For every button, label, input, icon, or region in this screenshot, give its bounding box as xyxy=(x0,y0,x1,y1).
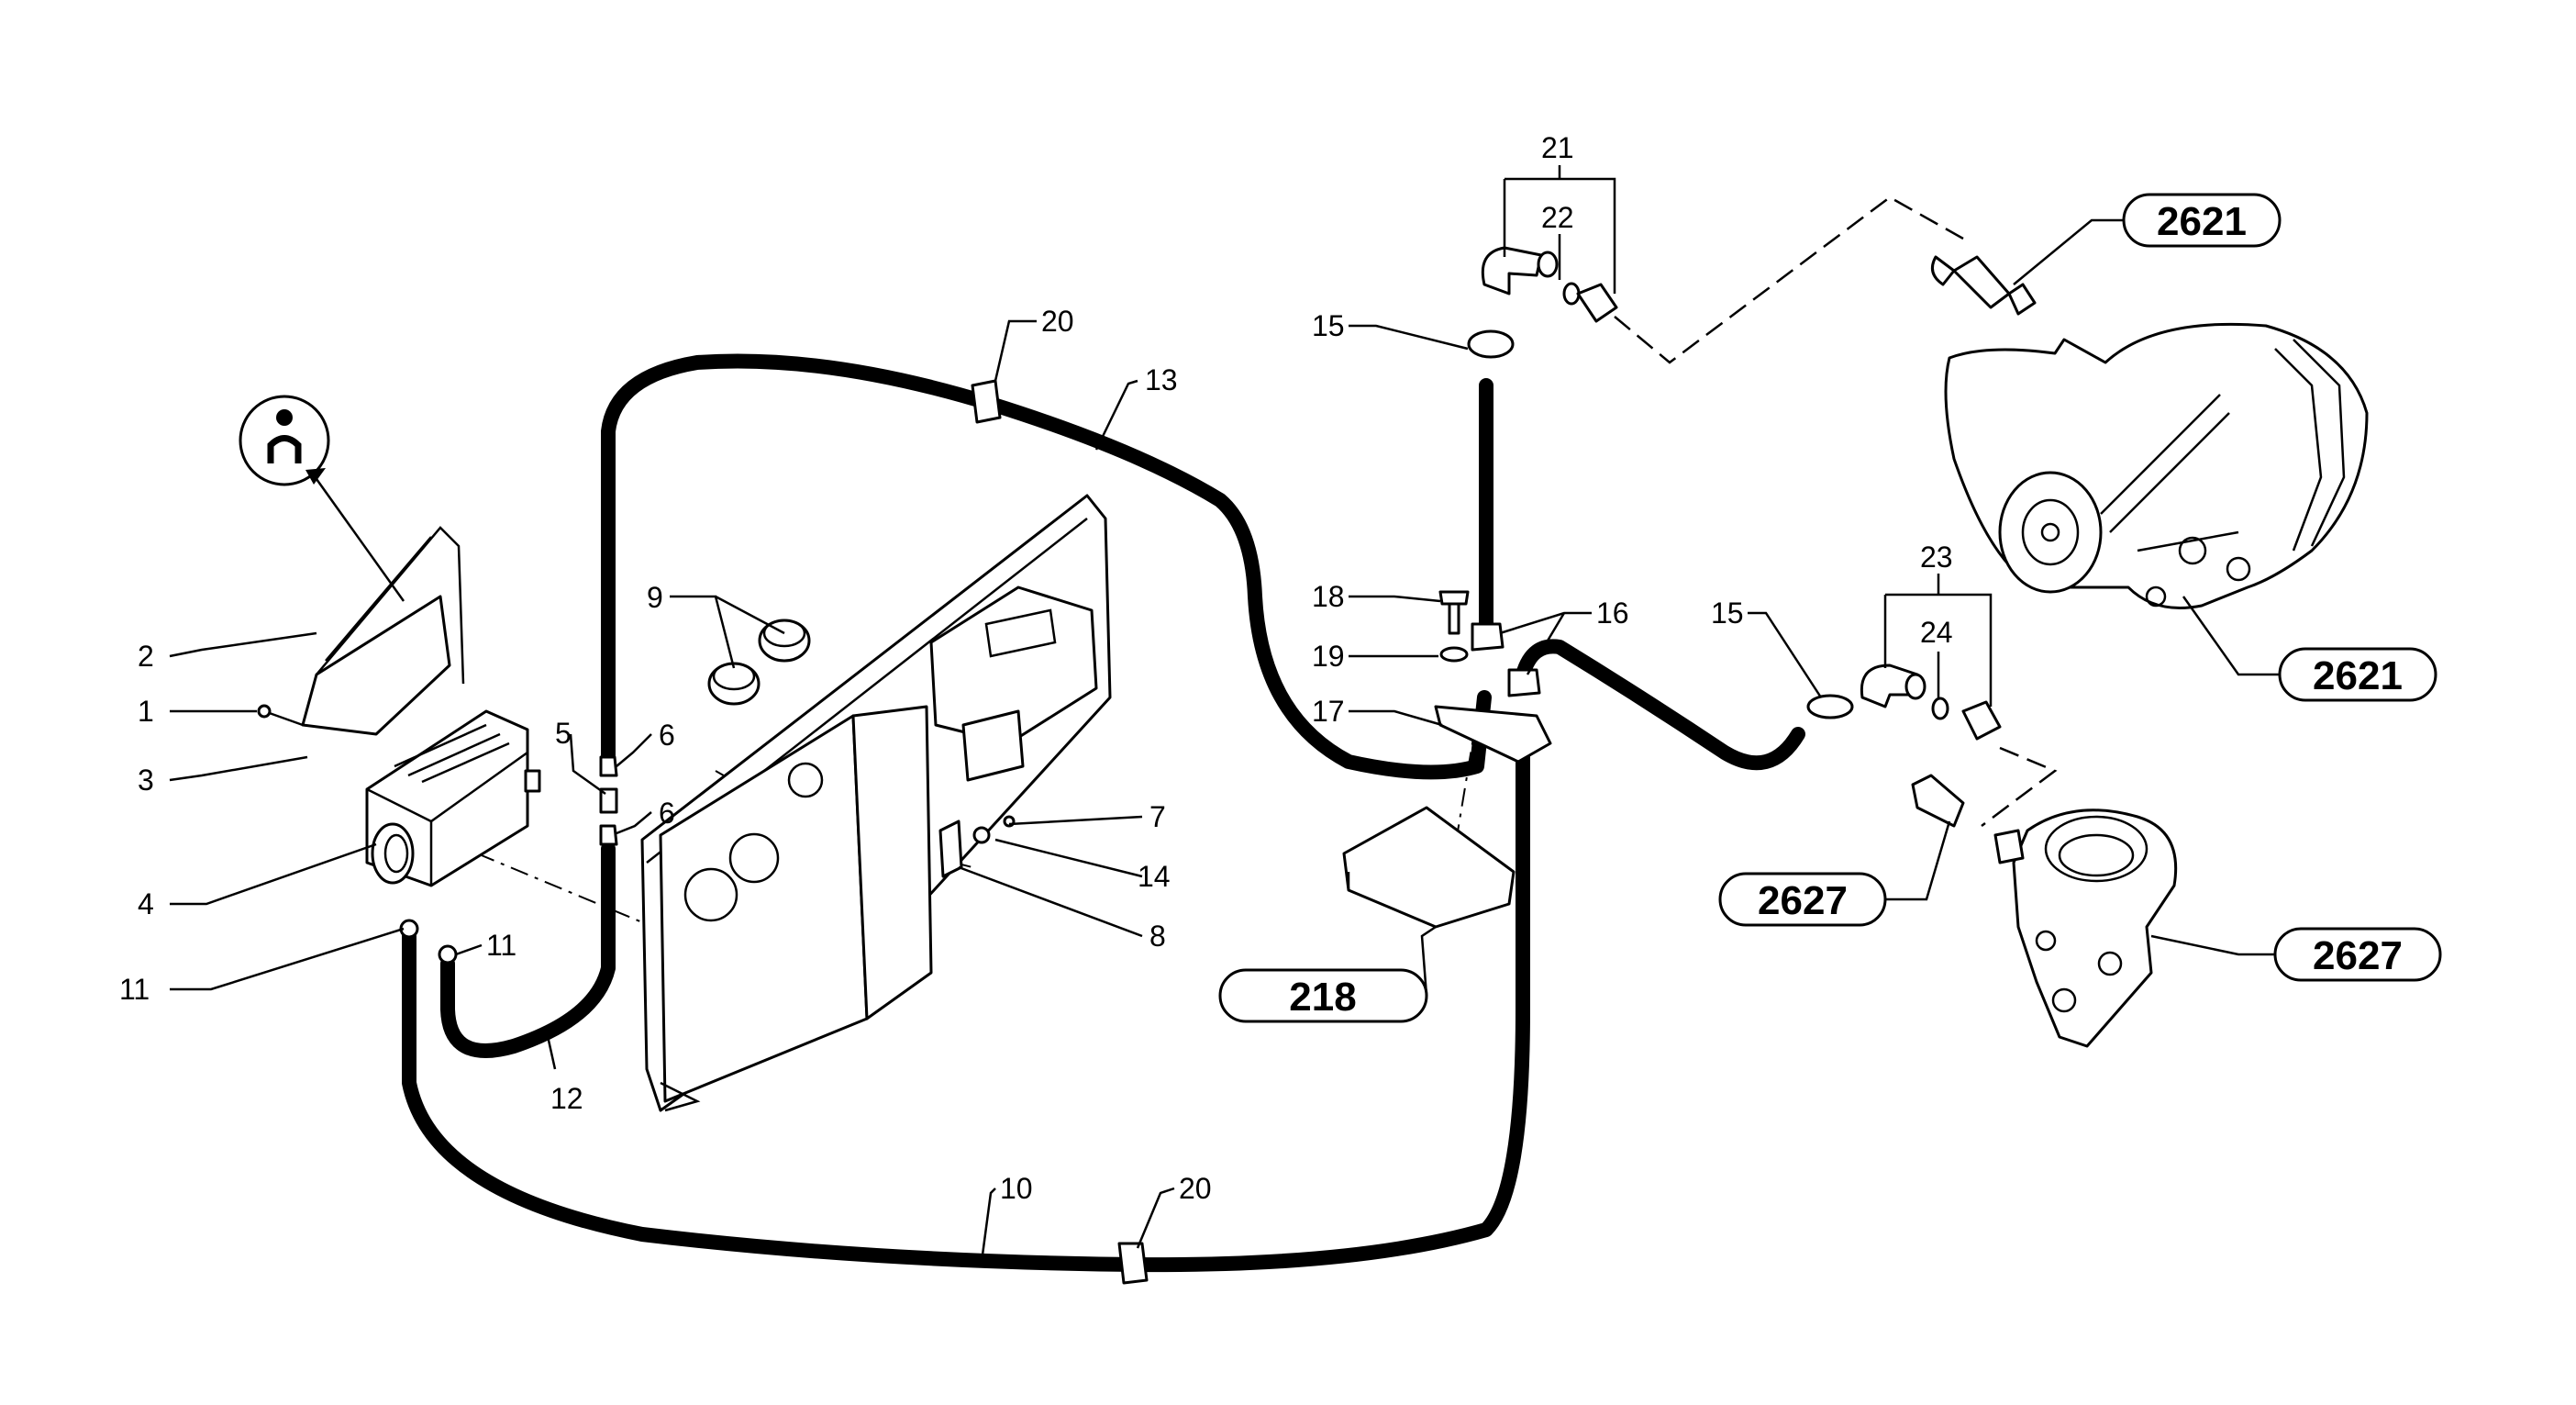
svg-text:2627: 2627 xyxy=(1758,878,1848,923)
heater-panel xyxy=(640,494,1112,1112)
thermostat-housing xyxy=(1993,808,2178,1048)
service-info-icon xyxy=(239,395,405,602)
fittings-23-24 xyxy=(1806,574,2002,828)
callout-16: 16 xyxy=(1596,597,1629,630)
callout-6b: 6 xyxy=(659,797,675,830)
callout-7: 7 xyxy=(1149,800,1166,833)
callout-11b: 11 xyxy=(486,929,516,962)
callout-14: 14 xyxy=(1138,860,1171,893)
callout-10: 10 xyxy=(1000,1172,1033,1205)
hose-12 xyxy=(440,842,616,1058)
valve-bracket xyxy=(1434,329,1552,764)
callout-18: 18 xyxy=(1312,580,1345,613)
reference-boxes: 2621 2621 2627 2627 218 xyxy=(1218,193,2442,1023)
callout-6a: 6 xyxy=(659,719,675,752)
hose-right xyxy=(1516,639,1805,771)
callout-17: 17 xyxy=(1312,695,1345,728)
blower-unit xyxy=(257,526,541,887)
ref-2621-pump[interactable]: 2621 xyxy=(2278,647,2437,702)
hose-10 xyxy=(402,727,1530,1273)
callout-15b: 15 xyxy=(1711,597,1744,630)
callout-4: 4 xyxy=(138,887,154,920)
fittings-center xyxy=(938,815,1016,878)
fittings-left xyxy=(399,379,1149,1285)
callout-20b: 20 xyxy=(1179,1172,1212,1205)
callout-15a: 15 xyxy=(1312,309,1345,342)
callout-1: 1 xyxy=(138,695,154,728)
callout-8: 8 xyxy=(1149,920,1166,953)
callout-5: 5 xyxy=(555,717,572,750)
callout-11a: 11 xyxy=(119,973,150,1006)
water-pump xyxy=(1930,255,2369,609)
callout-labels: 1 2 3 4 5 6 6 7 14 8 9 10 20 11 11 12 13… xyxy=(119,131,1953,1205)
callout-21: 21 xyxy=(1541,131,1574,164)
callout-13: 13 xyxy=(1145,363,1178,396)
callout-3: 3 xyxy=(138,764,154,797)
svg-text:2621: 2621 xyxy=(2313,653,2403,698)
callout-19: 19 xyxy=(1312,640,1345,673)
callout-12: 12 xyxy=(550,1082,583,1115)
svg-text:2621: 2621 xyxy=(2157,199,2247,244)
callout-2: 2 xyxy=(138,640,154,673)
svg-text:218: 218 xyxy=(1289,975,1356,1020)
ref-2627-fitting[interactable]: 2627 xyxy=(1718,872,1887,927)
ref-2627-housing[interactable]: 2627 xyxy=(2273,927,2442,982)
ref-218[interactable]: 218 xyxy=(1218,968,1428,1023)
ref-2621-top[interactable]: 2621 xyxy=(2122,193,2282,248)
callout-9: 9 xyxy=(647,581,663,614)
caps-9 xyxy=(707,619,811,706)
svg-text:2627: 2627 xyxy=(2313,933,2403,978)
hoses xyxy=(402,353,1805,1273)
callout-24: 24 xyxy=(1920,616,1953,649)
hose-13 xyxy=(601,353,1492,780)
callout-22: 22 xyxy=(1541,201,1574,234)
leader-lines xyxy=(169,218,2280,1263)
callout-23: 23 xyxy=(1920,541,1953,574)
fittings-21-22 xyxy=(1481,165,1618,323)
callout-20a: 20 xyxy=(1041,305,1074,338)
mounting-plate-218 xyxy=(1342,806,1516,929)
